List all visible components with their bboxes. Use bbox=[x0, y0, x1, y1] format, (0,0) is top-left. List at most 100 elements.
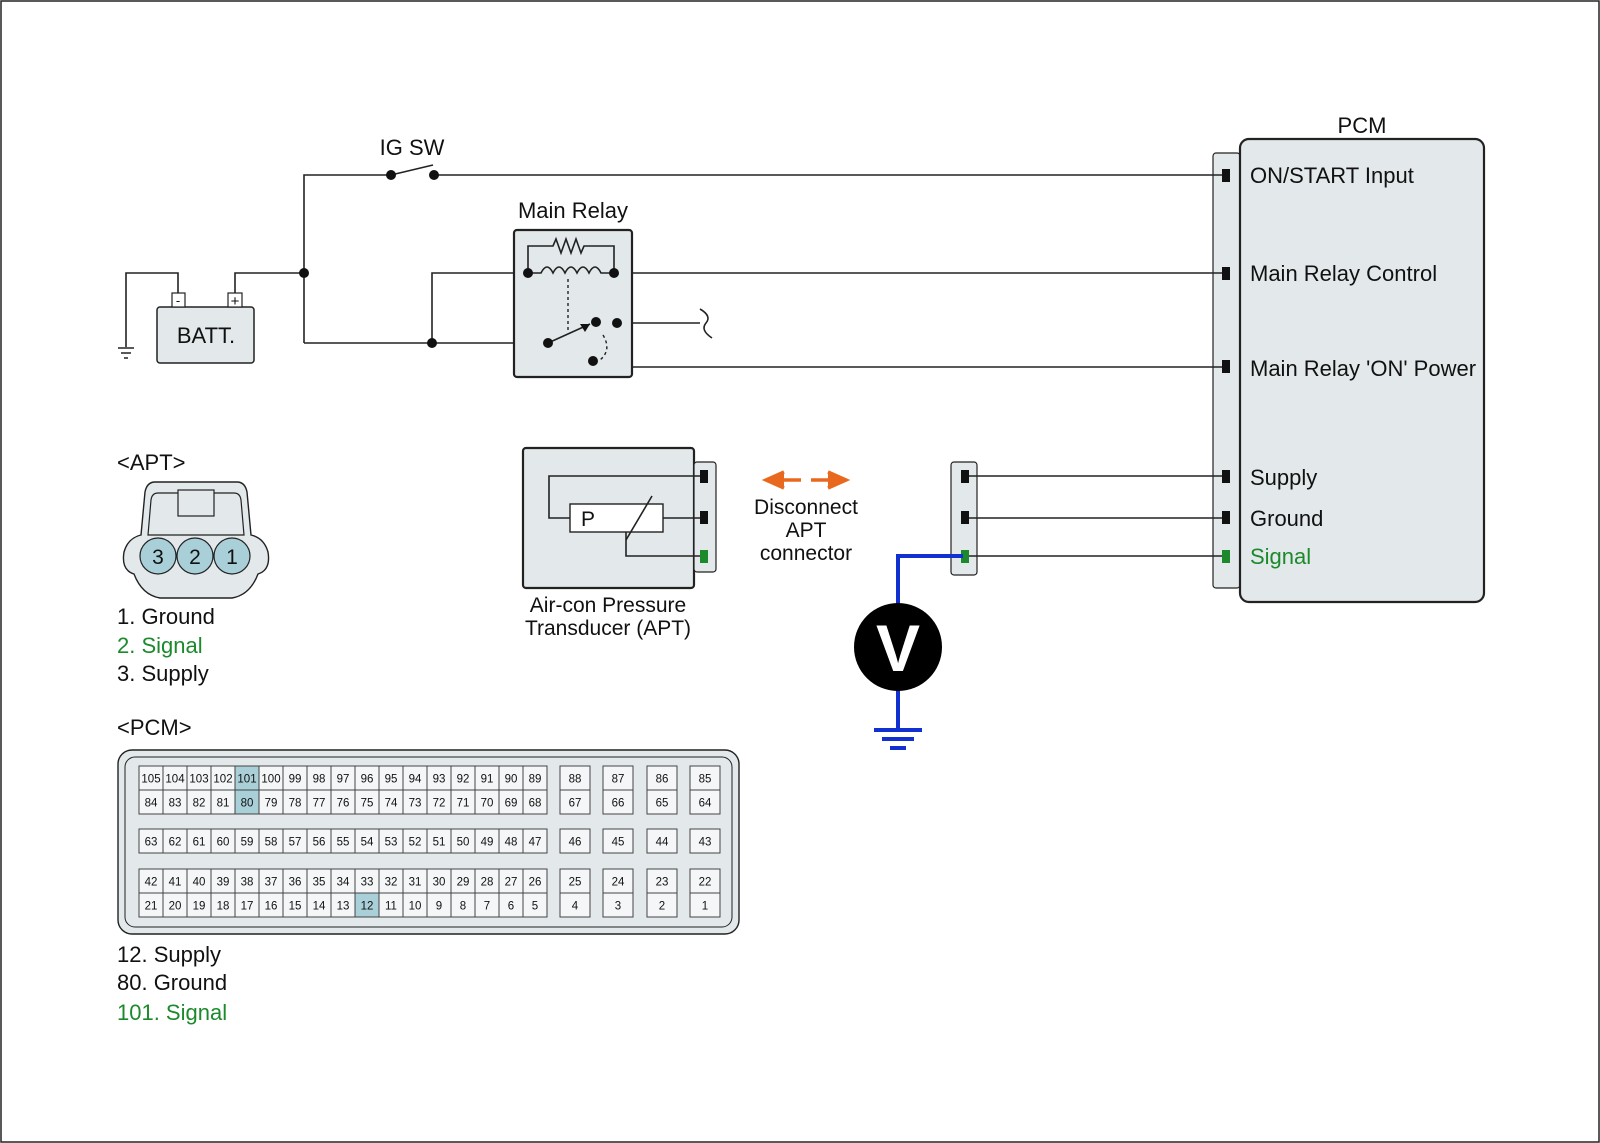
pcm-pin-label-58: 58 bbox=[265, 837, 278, 849]
pcm-pin-21 bbox=[138, 892, 164, 918]
pcm-pin-label-12: 12 bbox=[361, 901, 374, 913]
pcm-pin-1 bbox=[689, 892, 721, 918]
pcm-pin-label-71: 71 bbox=[457, 798, 470, 810]
voltmeter-ground-symbol bbox=[874, 728, 922, 750]
pcm-pin-51 bbox=[426, 828, 452, 854]
pcm-pin-label-90: 90 bbox=[505, 774, 518, 786]
pcm-pin-label-5: 5 bbox=[532, 901, 538, 913]
disconnect-text-line3: connector bbox=[760, 542, 852, 565]
pcm-pin-16 bbox=[258, 892, 284, 918]
pcm-pin-label-61: 61 bbox=[193, 837, 206, 849]
pcm-pin-label-74: 74 bbox=[385, 798, 398, 810]
pcm-pin-label-8: 8 bbox=[460, 901, 466, 913]
ig-switch-label: IG SW bbox=[380, 135, 445, 160]
pcm-pin-label-35: 35 bbox=[313, 877, 326, 889]
apt-sensor-pin-supply bbox=[700, 470, 708, 483]
apt-pressure-element bbox=[569, 503, 664, 533]
battery-minus-post bbox=[171, 292, 186, 308]
pcm-pin-label-70: 70 bbox=[481, 798, 494, 810]
pcm-pin-75 bbox=[354, 789, 380, 815]
pcm-pin-85 bbox=[689, 765, 721, 791]
pcm-pin-54 bbox=[354, 828, 380, 854]
pcm-pin-label-45: 45 bbox=[612, 837, 625, 849]
pcm-pin-24 bbox=[602, 868, 634, 894]
apt-connector-title: <APT> bbox=[117, 450, 185, 475]
pcm-pin-label-9: 9 bbox=[436, 901, 442, 913]
pcm-pin-label-59: 59 bbox=[241, 837, 254, 849]
pcm-pin-label-91: 91 bbox=[481, 774, 494, 786]
pcm-pin-label-65: 65 bbox=[656, 798, 669, 810]
pcm-pin-label-69: 69 bbox=[505, 798, 518, 810]
pcm-connector-title: <PCM> bbox=[117, 715, 192, 740]
pcm-pin-label-44: 44 bbox=[656, 837, 669, 849]
pcm-box bbox=[1238, 137, 1486, 604]
main-relay-box bbox=[512, 228, 634, 379]
apt-sensor-name-line1: Air-con Pressure bbox=[530, 594, 686, 617]
pcm-pin-label-85: 85 bbox=[699, 774, 712, 786]
pcm-pin-label-99: 99 bbox=[289, 774, 302, 786]
pcm-pin-44 bbox=[646, 828, 678, 854]
pcm-pin-label-6: 6 bbox=[508, 901, 514, 913]
pcm-pin-label-50: 50 bbox=[457, 837, 470, 849]
pcm-pin-55 bbox=[330, 828, 356, 854]
pcm-pin-7 bbox=[474, 892, 500, 918]
pcm-pin-49 bbox=[474, 828, 500, 854]
pcm-pin-4 bbox=[559, 892, 591, 918]
pcm-pin-label-33: 33 bbox=[361, 877, 374, 889]
pcm-label-main-relay-control: Main Relay Control bbox=[1250, 261, 1437, 286]
pcm-pin-78 bbox=[282, 789, 308, 815]
pcm-pin-53 bbox=[378, 828, 404, 854]
pcm-pin-label-52: 52 bbox=[409, 837, 422, 849]
apt-pin-1-label: 1 bbox=[226, 546, 238, 569]
pcm-terminal-on-start bbox=[1222, 169, 1230, 182]
apt-sensor-pin-signal bbox=[700, 550, 708, 563]
pcm-pin-label-103: 103 bbox=[189, 774, 208, 786]
pcm-pin-label-2: 2 bbox=[659, 901, 665, 913]
junction-relay-feed bbox=[427, 338, 437, 348]
pcm-legend-80: 80. Ground bbox=[117, 970, 227, 995]
pcm-pin-label-62: 62 bbox=[169, 837, 182, 849]
pcm-pin-95 bbox=[378, 765, 404, 791]
battery-label: BATT. bbox=[177, 323, 235, 348]
pcm-pin-label-1: 1 bbox=[702, 901, 708, 913]
pcm-pin-10 bbox=[402, 892, 428, 918]
pcm-pin-label-19: 19 bbox=[193, 901, 206, 913]
pcm-pin-label-4: 4 bbox=[572, 901, 579, 913]
pcm-pin-43 bbox=[689, 828, 721, 854]
pcm-pin-label-34: 34 bbox=[337, 877, 350, 889]
pcm-terminal-supply bbox=[1222, 470, 1230, 483]
pcm-pin-label-31: 31 bbox=[409, 877, 422, 889]
pcm-pin-63 bbox=[138, 828, 164, 854]
pcm-pin-label-104: 104 bbox=[165, 774, 185, 786]
pcm-terminal-main-relay-on-power bbox=[1222, 360, 1230, 373]
junction-battery bbox=[299, 268, 309, 278]
battery-plus-post bbox=[227, 292, 243, 308]
pcm-pin-label-43: 43 bbox=[699, 837, 712, 849]
pcm-label-main-relay-on-power: Main Relay 'ON' Power bbox=[1250, 356, 1476, 381]
voltmeter-symbol: V bbox=[876, 611, 920, 685]
apt-sensor-name-line2: Transducer (APT) bbox=[525, 617, 691, 640]
pcm-pin-label-24: 24 bbox=[612, 877, 625, 889]
pcm-pin-label-101: 101 bbox=[237, 774, 256, 786]
pcm-pin-label-48: 48 bbox=[505, 837, 518, 849]
pcm-pin-label-16: 16 bbox=[265, 901, 278, 913]
pcm-pin-label-76: 76 bbox=[337, 798, 350, 810]
apt-legend-3: 3. Supply bbox=[117, 661, 209, 686]
apt-pin-1 bbox=[213, 537, 251, 575]
main-relay-label: Main Relay bbox=[518, 198, 628, 223]
pcm-pin-label-95: 95 bbox=[385, 774, 398, 786]
pcm-pin-label-102: 102 bbox=[213, 774, 232, 786]
pcm-pin-label-73: 73 bbox=[409, 798, 422, 810]
pcm-pin-label-66: 66 bbox=[612, 798, 625, 810]
apt-sensor: P Air-con Pressure Transducer (APT) bbox=[521, 446, 717, 640]
pcm-pin-label-36: 36 bbox=[289, 877, 302, 889]
pcm-unit: PCM ON/START Input Main Relay Control Ma… bbox=[1212, 113, 1486, 604]
pcm-pin-label-23: 23 bbox=[656, 877, 669, 889]
pcm-pin-label-25: 25 bbox=[569, 877, 582, 889]
pcm-pin-6 bbox=[498, 892, 524, 918]
pcm-pin-64 bbox=[689, 789, 721, 815]
relay-coil-terminal-out bbox=[609, 268, 619, 278]
pcm-pin-label-27: 27 bbox=[505, 877, 518, 889]
